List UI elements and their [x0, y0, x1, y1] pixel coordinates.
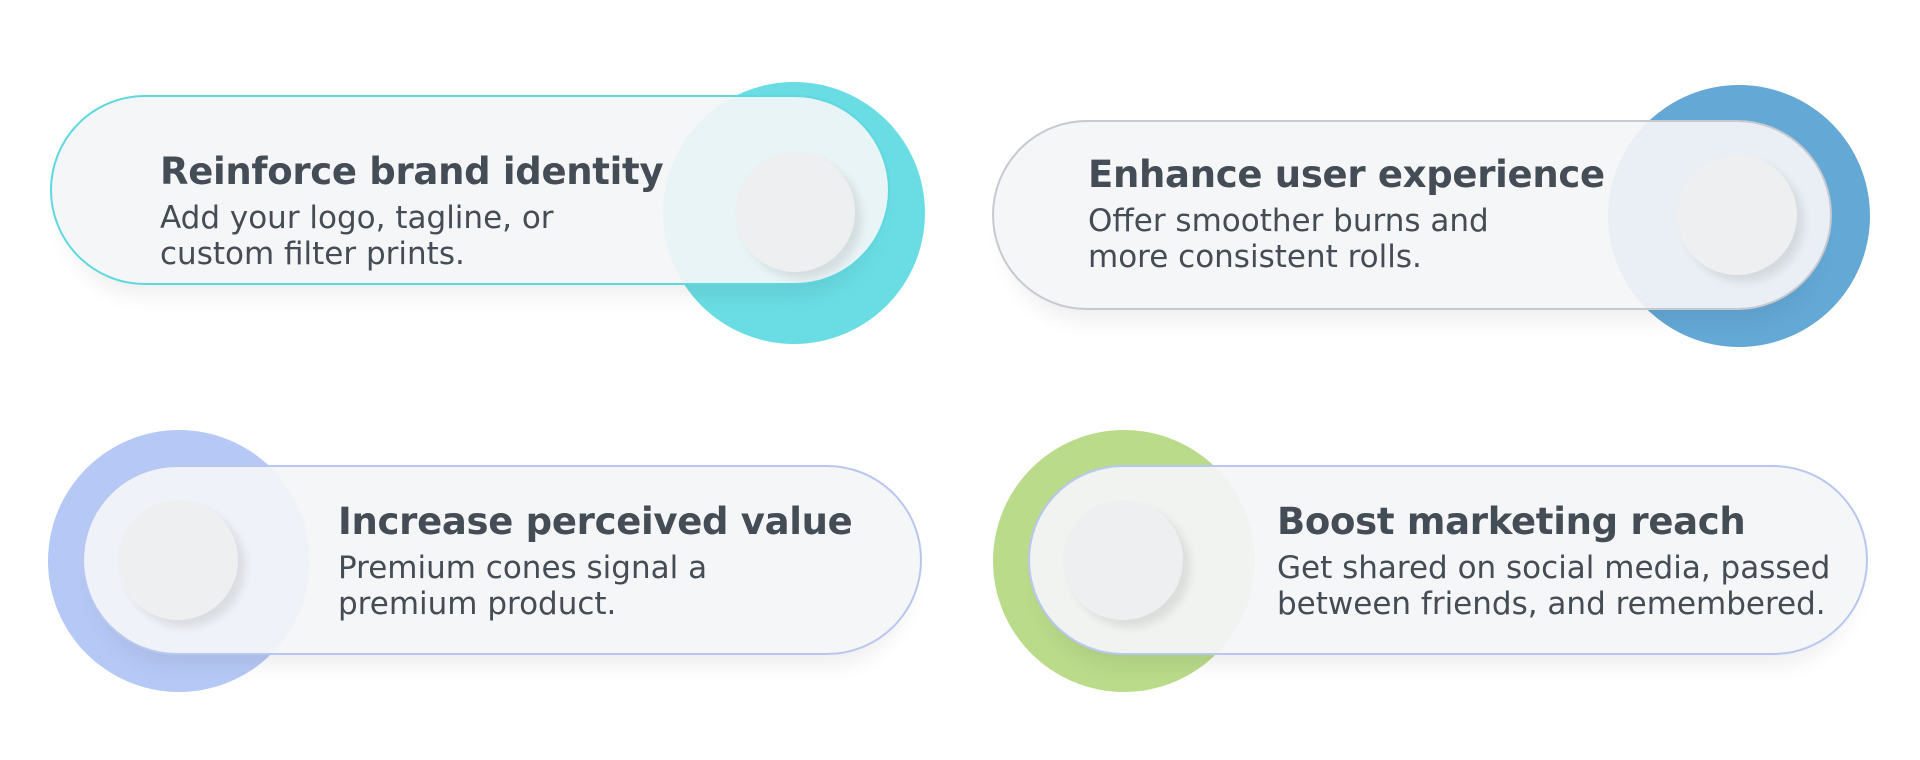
card-title: Reinforce brand identity — [160, 150, 664, 193]
card-perceived-value: Increase perceived value Premium cones s… — [40, 350, 970, 700]
card-description: Premium cones signal a premium product. — [338, 550, 708, 622]
card-text: Boost marketing reach Get shared on soci… — [1277, 500, 1830, 622]
inner-circle — [1677, 155, 1797, 275]
card-text: Reinforce brand identity Add your logo, … — [160, 150, 664, 272]
card-marketing-reach: Boost marketing reach Get shared on soci… — [980, 350, 1910, 700]
card-description: Get shared on social media, passed betwe… — [1277, 550, 1831, 622]
card-title: Enhance user experience — [1088, 153, 1605, 196]
card-text: Enhance user experience Offer smoother b… — [1088, 153, 1605, 275]
card-description: Add your logo, tagline, or custom filter… — [160, 200, 554, 272]
inner-circle — [735, 152, 855, 272]
card-brand-identity: Reinforce brand identity Add your logo, … — [40, 0, 970, 350]
card-title: Boost marketing reach — [1277, 500, 1746, 543]
inner-circle — [1063, 500, 1183, 620]
card-title: Increase perceived value — [338, 500, 853, 543]
inner-circle — [118, 500, 238, 620]
card-user-experience: Enhance user experience Offer smoother b… — [980, 0, 1910, 350]
card-text: Increase perceived value Premium cones s… — [338, 500, 853, 622]
card-description: Offer smoother burns and more consistent… — [1088, 203, 1489, 275]
